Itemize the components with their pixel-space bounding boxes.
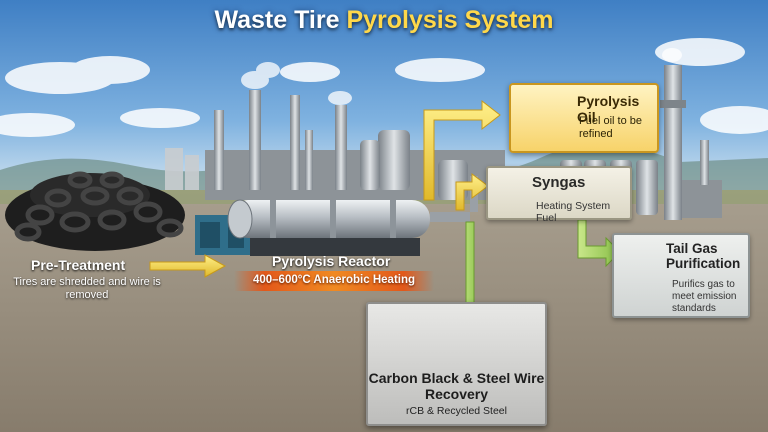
carbon-black-panel: Carbon Black & Steel Wire Recovery rCB &…: [366, 302, 547, 426]
tail-gas-description: Purifics gas to meet emission standards: [672, 279, 737, 314]
syngas-title: Syngas: [532, 174, 586, 191]
pretreatment-description: Tires are shredded and wire is removed: [13, 276, 161, 301]
pyrolysis-oil-title: Pyrolysis Oil: [577, 93, 640, 125]
tire-pile: [5, 171, 185, 251]
pyrolysis-oil-panel: Pyrolysis Oil Fuel oil to be refined: [509, 83, 659, 153]
reactor-heating-text: 400–600°C Anaerobic Heating: [252, 274, 416, 286]
heating-band: [234, 271, 434, 291]
carbon-black-title: Carbon Black & Steel Wire Recovery: [368, 370, 545, 402]
pretreatment-label: Pre-Treatment: [31, 257, 126, 273]
flow-arrows: [149, 99, 621, 335]
pyrolysis-oil-description: Fuel oil to be refined: [579, 115, 642, 140]
syngas-panel: Syngas Heating System Fuel: [486, 166, 632, 224]
pyrolysis-reactor: [195, 176, 478, 256]
syngas-description: Heating System Fuel: [536, 200, 611, 224]
title-accent: Pyrolysis System: [346, 6, 554, 34]
page-title: Waste Tire Pyrolysis System: [0, 6, 768, 35]
title-main: Waste Tire: [214, 6, 340, 34]
tail-gas-panel: Tail Gas Purification Purifics gas to me…: [612, 233, 750, 318]
carbon-black-description: rCB & Recycled Steel: [406, 405, 507, 417]
tail-gas-title: Tail Gas Purification: [666, 241, 741, 271]
reactor-label: Pyrolysis Reactor: [272, 253, 391, 269]
